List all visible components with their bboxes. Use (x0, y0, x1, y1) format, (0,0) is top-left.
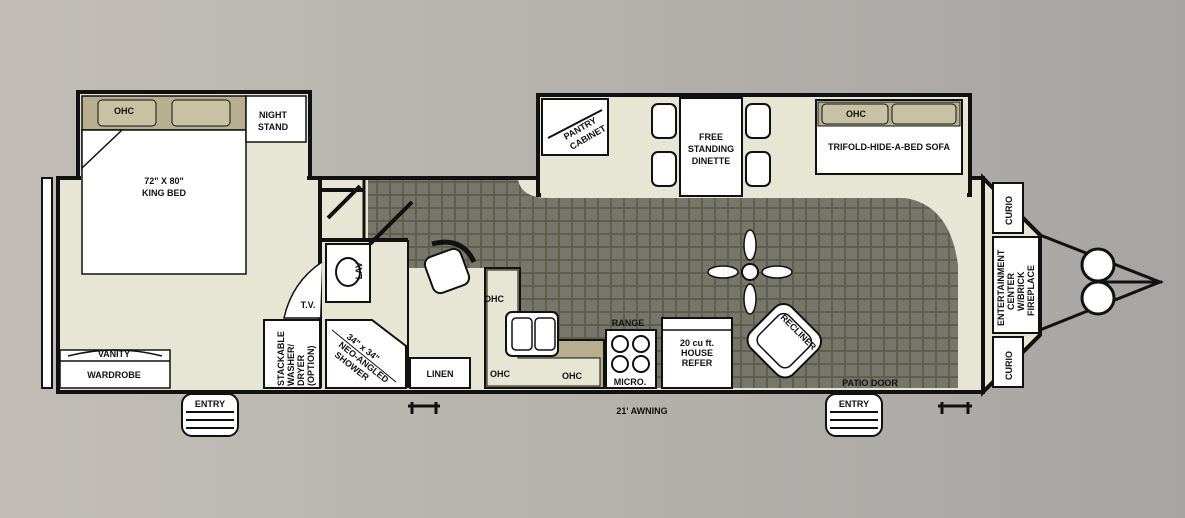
burner-icon (632, 355, 650, 373)
burner-icon (611, 335, 629, 353)
propane-tank-icon (1080, 280, 1116, 316)
shower (325, 319, 407, 389)
bath-door[interactable] (326, 184, 362, 220)
vanity-label: VANITY (98, 349, 130, 359)
lav-label: LAV (354, 262, 364, 279)
washer-label: WASHER/ (286, 343, 296, 386)
dinette-label: STANDING (688, 144, 734, 154)
micro-label: MICRO. (614, 377, 647, 387)
propane-tank-icon (1080, 247, 1116, 283)
bed-size-label: 72" X 80" (144, 176, 184, 186)
bed-name-label: KING BED (142, 188, 187, 198)
washer-label: STACKABLE (276, 331, 286, 386)
hitch (1039, 233, 1165, 332)
wardrobe (59, 349, 171, 389)
ohc-label: OHC (490, 369, 511, 379)
washer-label: DRYER (296, 354, 306, 386)
ohc-label: OHC (114, 106, 135, 116)
tv-stand (283, 261, 323, 319)
tv-label: T.V. (301, 300, 316, 310)
range-label: RANGE (612, 318, 645, 328)
living-slide (541, 97, 963, 197)
wardrobe-label: WARDROBE (87, 370, 141, 380)
entry-label: ENTRY (195, 399, 225, 409)
patio-door-label: PATIO DOOR (842, 378, 898, 388)
dinette-label: DINETTE (692, 156, 731, 166)
entry-steps[interactable] (181, 393, 239, 437)
entry-steps[interactable] (825, 393, 883, 437)
ohc-label: OHC (562, 371, 583, 381)
vanity (67, 349, 163, 357)
king-bed (81, 129, 247, 275)
burner-icon (632, 335, 650, 353)
washer-dryer (263, 319, 321, 389)
awning-label: 21' AWNING (616, 406, 667, 416)
entertainment-label: ENTERTAINMENT (996, 249, 1006, 326)
curio-label: CURIO (1004, 196, 1014, 225)
swivel-chair (423, 239, 477, 295)
dinette-table (679, 97, 743, 197)
sofa-label: TRIFOLD-HIDE-A-BED SOFA (828, 142, 950, 152)
night-stand-label: STAND (258, 122, 289, 132)
bedroom (59, 95, 307, 389)
entertainment-label: W/BRICK (1016, 271, 1026, 311)
rear-window (41, 177, 53, 389)
washer-label: (OPTION) (306, 346, 316, 387)
pantry-cabinet (541, 98, 609, 156)
entry-label: ENTRY (839, 399, 869, 409)
hall-door[interactable] (368, 200, 414, 246)
entertainment-label: CENTER (1006, 272, 1016, 310)
kitchen (484, 267, 733, 389)
dining-chair-icon (651, 103, 771, 187)
bathroom (263, 180, 471, 389)
refer-label: REFER (682, 358, 713, 368)
ohc-label: OHC (846, 109, 867, 119)
refer-label: HOUSE (681, 348, 713, 358)
ohc-label: OHC (484, 294, 505, 304)
lavatory (325, 243, 371, 303)
recliner (746, 302, 823, 379)
awning-marks (408, 402, 972, 414)
night-stand (245, 95, 307, 143)
burner-icon (611, 355, 629, 373)
curio-label: CURIO (1004, 351, 1014, 380)
refer-label: 20 cu ft. (680, 338, 714, 348)
front-cap (981, 173, 1042, 397)
ceiling-fan-icon (707, 229, 793, 315)
linen-label: LINEN (427, 369, 454, 379)
entertainment-label: FIREPLACE (1026, 265, 1036, 316)
dinette-label: FREE (699, 132, 723, 142)
linen-closet (409, 357, 471, 389)
night-stand-label: NIGHT (259, 110, 288, 120)
